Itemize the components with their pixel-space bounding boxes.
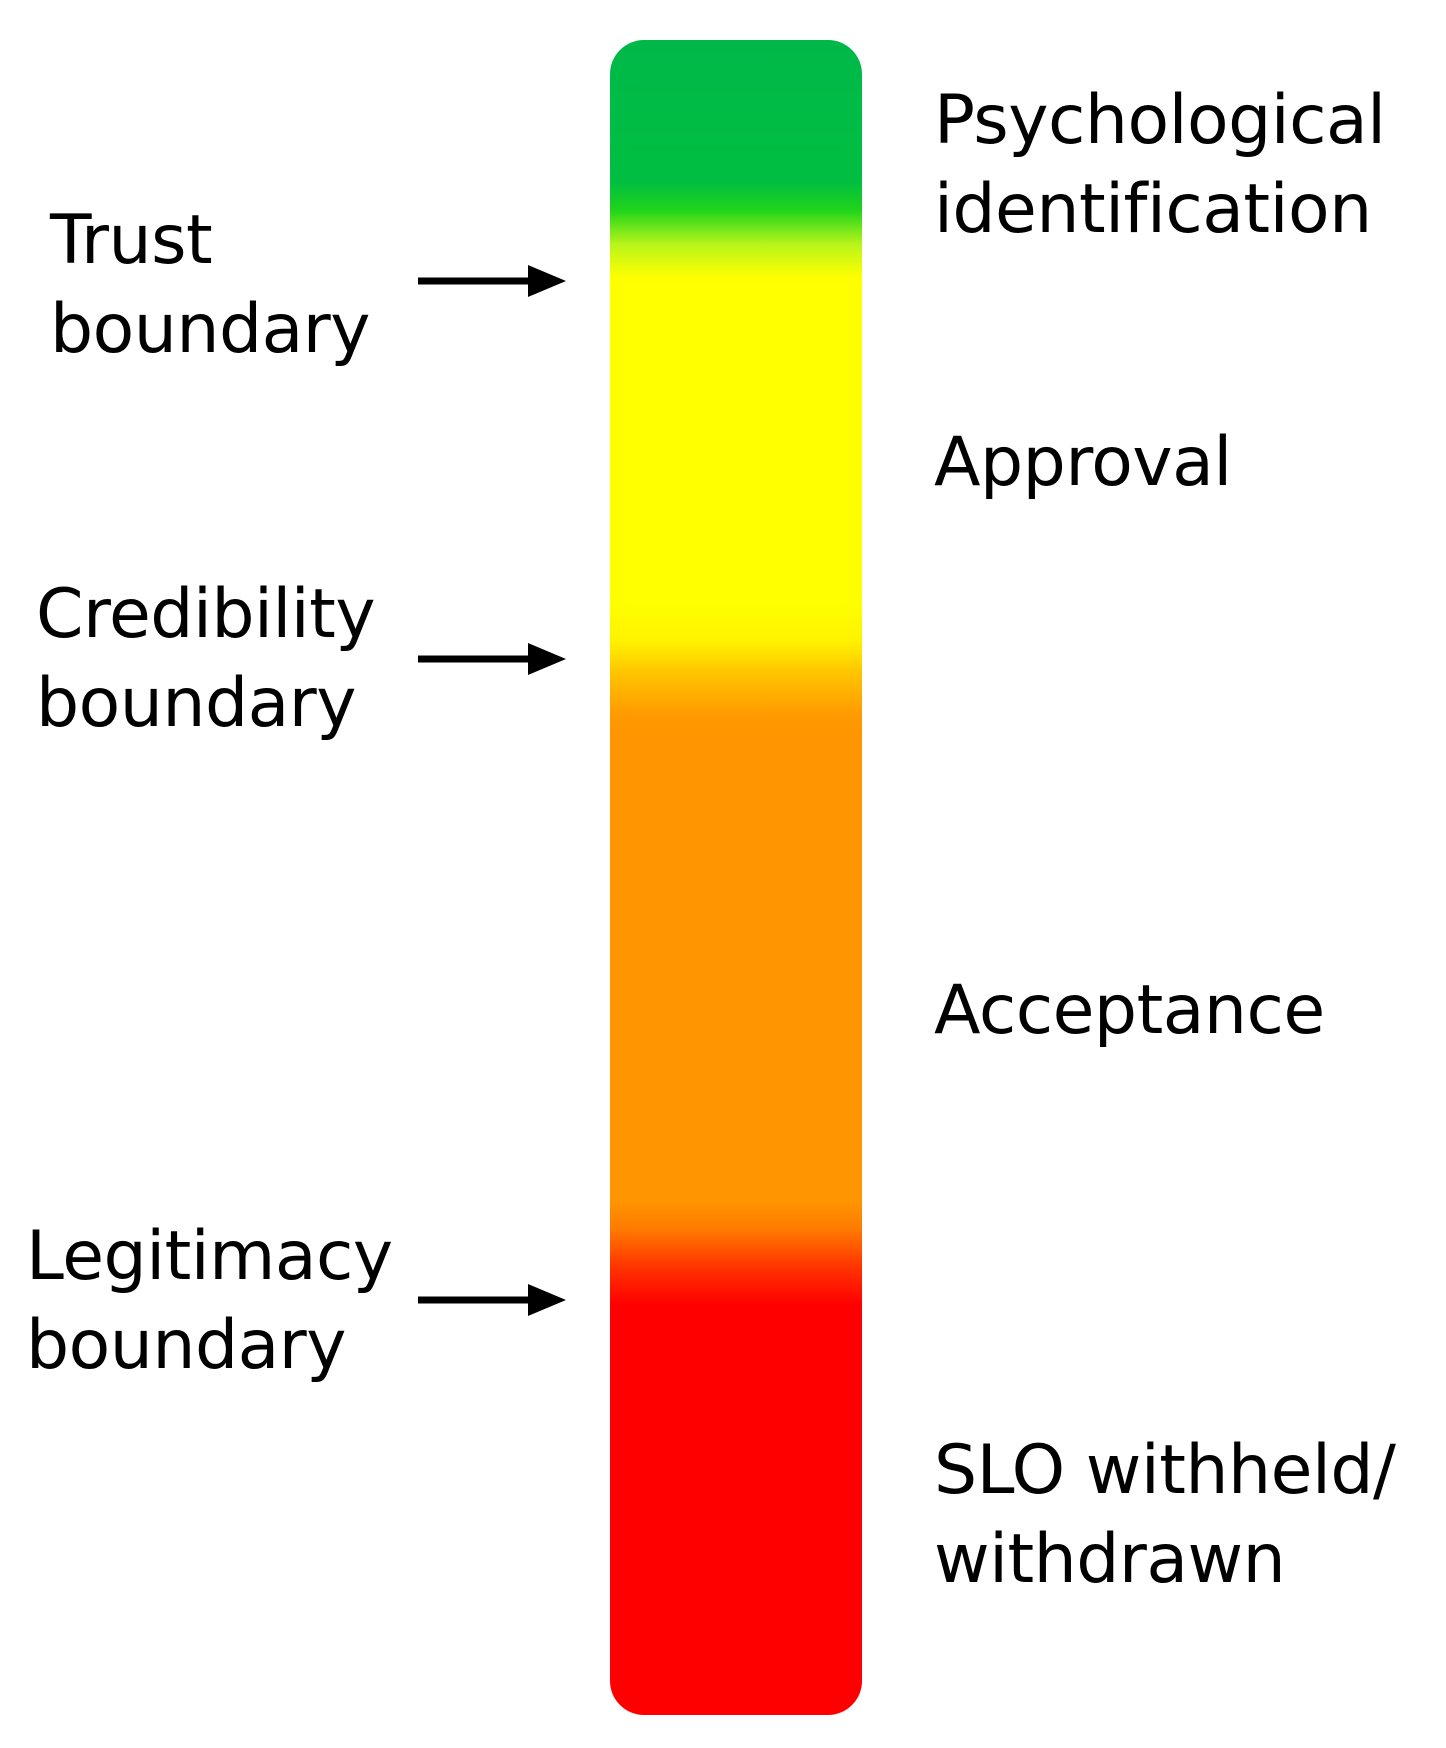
boundary-legitimacy-line-1: Legitimacy [26,1217,393,1296]
level-psychological-identification-line-1: Psychological [934,81,1386,160]
boundary-credibility-line-1: Credibility [36,575,376,654]
boundary-legitimacy-line-2: boundary [26,1306,346,1385]
slo-continuum-bar [610,40,862,1715]
boundary-credibility-line-2: boundary [36,664,357,743]
trust-boundary-right-arrow-icon [418,265,566,297]
level-slo-withheld: SLO withheld/ withdrawn [934,1426,1396,1604]
boundary-credibility: Credibility boundary [36,570,376,748]
level-slo-withheld-line-2: withdrawn [934,1520,1286,1599]
level-psychological-identification: Psychological identification [934,76,1386,254]
level-psychological-identification-line-2: identification [934,170,1372,249]
level-slo-withheld-line-1: SLO withheld/ [934,1431,1396,1510]
boundary-trust-line-1: Trust [50,201,213,280]
boundary-trust-line-2: boundary [50,290,371,369]
credibility-boundary-right-arrow-icon [418,643,566,675]
legitimacy-boundary-right-arrow-icon [418,1284,566,1316]
level-acceptance: Acceptance [934,971,1325,1050]
boundary-trust: Trust boundary [50,196,371,374]
level-approval: Approval [934,423,1232,502]
boundary-legitimacy: Legitimacy boundary [26,1212,393,1390]
